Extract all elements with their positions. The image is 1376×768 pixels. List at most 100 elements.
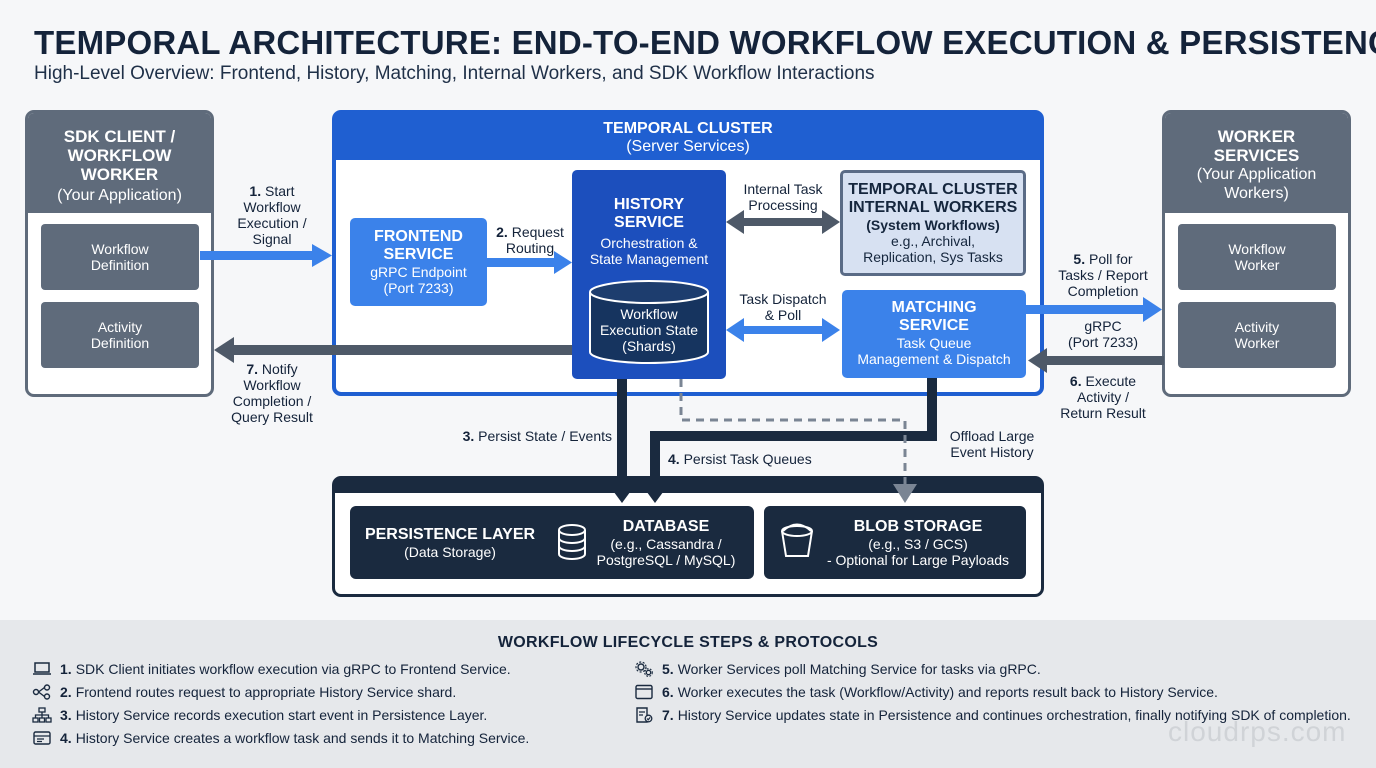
label-start-line1: Start <box>265 183 295 199</box>
temporal-cluster-header: TEMPORAL CLUSTER (Server Services) <box>336 114 1040 160</box>
label-persist-state-text: Persist State / Events <box>478 428 612 444</box>
document-check-icon <box>634 707 654 723</box>
worker-services-panel: WORKER SERVICES (Your Application Worker… <box>1162 110 1351 397</box>
internal-title-line2: INTERNAL WORKERS <box>848 199 1018 216</box>
arrow-execute-activity <box>1028 348 1164 373</box>
frontend-service: FRONTEND SERVICE gRPC Endpoint (Port 723… <box>350 218 487 306</box>
workflow-worker-card: Workflow Worker <box>1178 224 1336 290</box>
label-internal-line1: Internal Task <box>743 181 823 197</box>
blob-storage-line1: (e.g., S3 / GCS) <box>868 536 968 552</box>
step-item-2: 2.Frontend routes request to appropriate… <box>32 684 456 700</box>
worker-services-title-line1: WORKER <box>1217 127 1296 146</box>
label-persist-state: 3. Persist State / Events <box>452 428 612 444</box>
arrow-persist-task-queues <box>641 378 937 503</box>
label-request-routing: 2. Request Routing <box>490 224 570 256</box>
label-internal-task: Internal Task Processing <box>733 181 833 213</box>
label-notify-completion: 7. Notify Workflow Completion / Query Re… <box>222 361 322 425</box>
arrow-poll-tasks <box>1026 297 1162 322</box>
database-box <box>350 506 754 579</box>
step-4-num: 4. <box>60 730 72 746</box>
step-6-text: Worker executes the task (Workflow/Activ… <box>677 684 1218 700</box>
step-1-num: 1. <box>60 661 72 677</box>
label-start-line2: Workflow <box>243 199 301 215</box>
persistence-layer-subtitle: (Data Storage) <box>404 544 496 560</box>
arrow-task-dispatch-poll <box>726 318 840 342</box>
execution-state-line1: Workflow <box>620 306 678 322</box>
step-2-text: Frontend routes request to appropriate H… <box>75 684 457 700</box>
label-start-workflow: 1. Start Workflow Execution / Signal <box>226 183 318 247</box>
worker-services-subtitle-line2: Workers) <box>1224 185 1289 202</box>
label-grpc-line1: gRPC <box>1084 318 1122 334</box>
label-execute-line1: Execute <box>1085 373 1137 389</box>
internal-desc-line2: Replication, Sys Tasks <box>863 249 1003 265</box>
database-label: DATABASE (e.g., Cassandra / PostgreSQL /… <box>596 518 736 568</box>
label-poll-line1: Poll for <box>1089 251 1133 267</box>
arrow-persist-state <box>608 379 636 503</box>
label-start-line4: Signal <box>252 231 292 247</box>
execution-state-label: Workflow Execution State (Shards) <box>590 306 708 354</box>
window-icon <box>634 684 654 700</box>
blob-storage-title: BLOB STORAGE <box>853 518 983 535</box>
step-item-7: 7.History Service updates state in Persi… <box>634 707 1351 723</box>
sdk-client-panel: SDK CLIENT / WORKFLOW WORKER (Your Appli… <box>25 110 214 397</box>
frontend-desc-line1: gRPC Endpoint <box>370 264 467 280</box>
worker-services-subtitle-line1: (Your Application <box>1196 166 1317 183</box>
step-2-num: 2. <box>60 684 72 700</box>
label-poll-tasks: 5. Poll for Tasks / Report Completion <box>1050 251 1156 299</box>
lifecycle-steps-panel <box>0 620 1376 768</box>
label-internal-line2: Processing <box>748 197 818 213</box>
matching-desc-line1: Task Queue <box>896 335 972 351</box>
page-title: TEMPORAL ARCHITECTURE: END-TO-END WORKFL… <box>34 24 1376 61</box>
label-execute-line3: Return Result <box>1060 405 1146 421</box>
persistence-top-bar <box>335 479 1041 493</box>
blob-storage-label: BLOB STORAGE (e.g., S3 / GCS) - Optional… <box>818 518 1018 568</box>
matching-title-line2: SERVICE <box>899 317 969 334</box>
arrow-start-workflow <box>200 244 332 267</box>
sdk-client-subtitle: (Your Application) <box>57 187 182 204</box>
label-dispatch-line2: & Poll <box>764 307 802 323</box>
internal-workers: TEMPORAL CLUSTER INTERNAL WORKERS (Syste… <box>840 170 1026 276</box>
step-item-1: 1.SDK Client initiates workflow executio… <box>32 661 511 677</box>
blob-storage-line2: - Optional for Large Payloads <box>826 552 1010 568</box>
internal-desc-line1: e.g., Archival, <box>890 233 976 249</box>
step-1-text: SDK Client initiates workflow execution … <box>75 661 511 677</box>
label-start-num: 1. <box>249 183 262 199</box>
database-title: DATABASE <box>622 518 710 535</box>
matching-desc-line2: Management & Dispatch <box>857 351 1011 367</box>
label-offload-history: Offload Large Event History <box>942 428 1042 460</box>
label-notify-line3: Completion / <box>232 393 312 409</box>
step-4-text: History Service creates a workflow task … <box>75 730 530 746</box>
workflow-definition-card: Workflow Definition <box>41 224 199 290</box>
label-grpc-port: gRPC (Port 7233) <box>1056 318 1150 350</box>
label-poll-line3: Completion <box>1067 283 1139 299</box>
arrow-notify-completion <box>214 337 572 363</box>
bucket-icon <box>781 523 813 557</box>
label-notify-line4: Query Result <box>231 409 313 425</box>
frontend-title-line2: SERVICE <box>383 246 454 263</box>
step-7-num: 7. <box>662 707 674 723</box>
page-subtitle: High-Level Overview: Frontend, History, … <box>34 63 875 84</box>
label-notify-line2: Workflow <box>243 377 301 393</box>
step-7-text: History Service updates state in Persist… <box>677 707 1351 723</box>
blob-storage-box <box>764 506 1026 579</box>
task-icon <box>32 730 52 746</box>
label-routing-line1: Request <box>511 224 564 240</box>
internal-title-line3: (System Workflows) <box>866 217 1000 233</box>
laptop-icon <box>32 661 52 677</box>
label-execute-activity: 6. Execute Activity / Return Result <box>1052 373 1154 421</box>
history-title-line1: HISTORY <box>613 196 685 213</box>
label-persist-queues-num: 4. <box>668 451 680 467</box>
frontend-desc-line2: (Port 7233) <box>383 280 454 296</box>
worker-services-header: WORKER SERVICES (Your Application Worker… <box>1165 113 1348 213</box>
history-title-line2: SERVICE <box>614 214 684 231</box>
activity-worker-card: Activity Worker <box>1178 302 1336 368</box>
hierarchy-icon <box>32 707 52 723</box>
label-notify-line1: Notify <box>261 361 298 377</box>
database-line2: PostgreSQL / MySQL) <box>596 552 736 568</box>
lifecycle-steps-title: WORKFLOW LIFECYCLE STEPS & PROTOCOLS <box>497 634 879 651</box>
matching-title-line1: MATCHING <box>891 299 977 316</box>
label-poll-num: 5. <box>1073 251 1086 267</box>
arrow-offload-event-history <box>679 379 917 503</box>
arrow-request-routing <box>487 251 572 274</box>
label-offload-line1: Offload Large <box>949 428 1035 444</box>
